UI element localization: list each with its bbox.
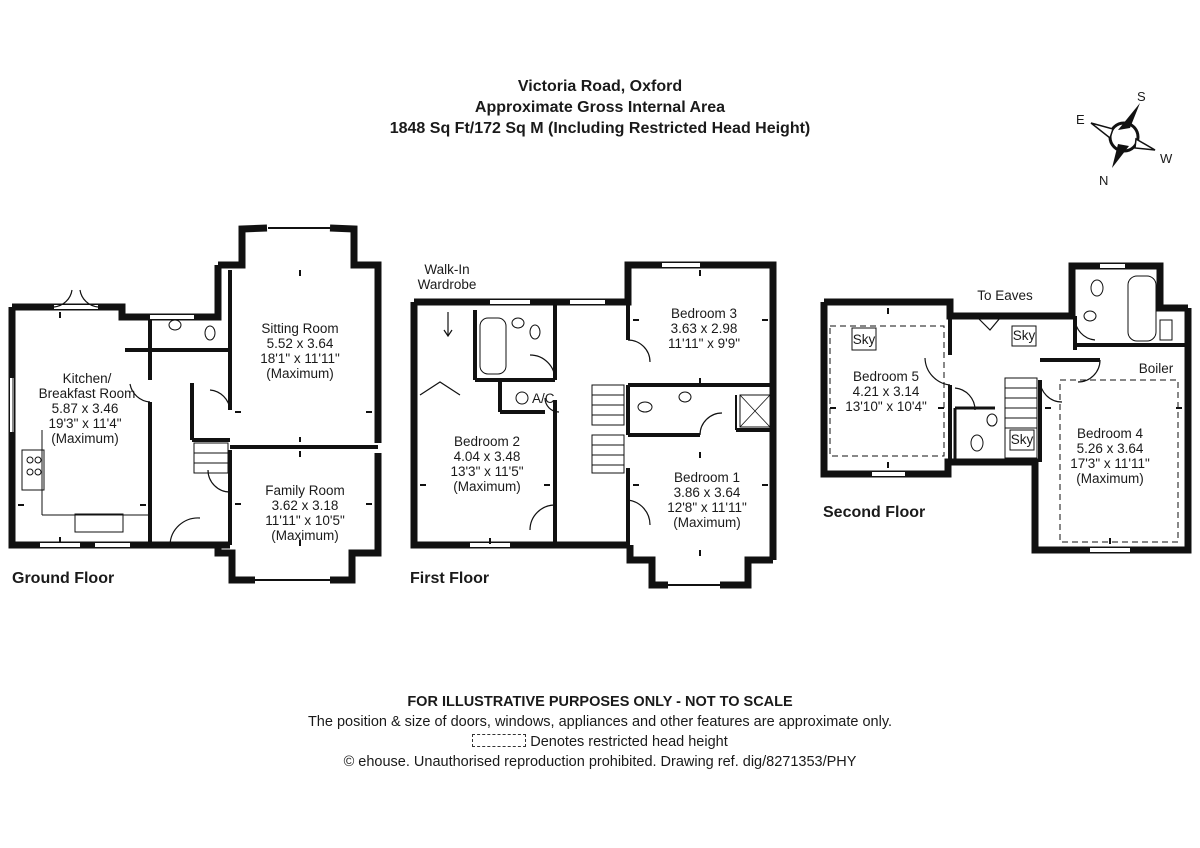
bedroom-2-label: Bedroom 2 4.04 x 3.48 13'3" x 11'5" (Max… — [450, 434, 523, 494]
bedroom2-note: (Maximum) — [453, 479, 521, 494]
sitting-imperial: 18'1" x 11'11" — [260, 351, 340, 366]
restricted-height-swatch — [472, 734, 527, 747]
first-floor-plan — [410, 261, 777, 589]
sky-label-3: Sky — [1011, 432, 1034, 447]
kitchen-imperial: 19'3" x 11'4" — [48, 416, 121, 431]
kitchen-name-1: Kitchen/ — [63, 371, 112, 386]
ground-floor-plan — [8, 224, 382, 584]
bedroom3-imperial: 11'11" x 9'9" — [668, 336, 740, 351]
ground-floor-title: Ground Floor — [12, 570, 114, 587]
bedroom5-imperial: 13'10" x 10'4" — [845, 399, 927, 414]
bedroom4-imperial: 17'3" x 11'11" — [1070, 456, 1150, 471]
bedroom1-name: Bedroom 1 — [674, 470, 740, 485]
wardrobe-label-1: Walk-In — [424, 262, 469, 277]
bedroom3-name: Bedroom 3 — [671, 306, 737, 321]
bedroom4-note: (Maximum) — [1076, 471, 1144, 486]
copyright: © ehouse. Unauthorised reproduction proh… — [343, 754, 857, 770]
family-name: Family Room — [265, 483, 345, 498]
bedroom2-metric: 4.04 x 3.48 — [454, 449, 521, 464]
kitchen-metric: 5.87 x 3.46 — [52, 401, 119, 416]
ac-label: A/C — [532, 391, 555, 406]
bedroom1-note: (Maximum) — [673, 515, 741, 530]
family-note: (Maximum) — [271, 528, 339, 543]
area-heading: Approximate Gross Internal Area — [474, 99, 726, 116]
eaves-label: To Eaves — [977, 288, 1033, 303]
bedroom5-name: Bedroom 5 — [853, 369, 919, 384]
bedroom3-metric: 3.63 x 2.98 — [671, 321, 738, 336]
bedroom-1-label: Bedroom 1 3.86 x 3.64 12'8" x 11'11" (Ma… — [667, 470, 747, 530]
family-imperial: 11'11" x 10'5" — [265, 513, 345, 528]
legend-text: Denotes restricted head height — [530, 734, 728, 750]
sitting-name: Sitting Room — [261, 321, 338, 336]
bedroom2-imperial: 13'3" x 11'5" — [450, 464, 523, 479]
bedroom-5-label: Bedroom 5 4.21 x 3.14 13'10" x 10'4" — [845, 369, 927, 414]
bedroom-4-label: Bedroom 4 5.26 x 3.64 17'3" x 11'11" (Ma… — [1070, 426, 1150, 486]
second-floor-title: Second Floor — [823, 504, 925, 521]
compass-icon: S E W N — [1076, 89, 1173, 188]
family-room-label: Family Room 3.62 x 3.18 11'11" x 10'5" (… — [265, 483, 345, 543]
boiler-label: Boiler — [1139, 361, 1174, 376]
wardrobe-label-2: Wardrobe — [418, 277, 477, 292]
bedroom1-imperial: 12'8" x 11'11" — [667, 500, 747, 515]
compass-n-label: N — [1099, 173, 1108, 188]
kitchen-note: (Maximum) — [51, 431, 119, 446]
second-floor-plan — [820, 262, 1192, 554]
disclaimer-text: The position & size of doors, windows, a… — [307, 714, 893, 730]
kitchen-name-2: Breakfast Room — [39, 386, 136, 401]
kitchen-label: Kitchen/ Breakfast Room 5.87 x 3.46 19'3… — [39, 371, 136, 446]
bedroom1-metric: 3.86 x 3.64 — [674, 485, 741, 500]
bedroom4-name: Bedroom 4 — [1077, 426, 1144, 441]
disclaimer-heading: FOR ILLUSTRATIVE PURPOSES ONLY - NOT TO … — [407, 694, 793, 710]
compass-s-label: S — [1137, 89, 1146, 104]
area-value: 1848 Sq Ft/172 Sq M (Including Restricte… — [389, 120, 811, 137]
bedroom5-metric: 4.21 x 3.14 — [853, 384, 920, 399]
sitting-metric: 5.52 x 3.64 — [267, 336, 334, 351]
first-floor-title: First Floor — [410, 570, 489, 587]
family-metric: 3.62 x 3.18 — [272, 498, 339, 513]
sky-label-1: Sky — [853, 332, 876, 347]
legend: Denotes restricted head height — [0, 732, 1200, 752]
bedroom2-name: Bedroom 2 — [454, 434, 520, 449]
property-title: Victoria Road, Oxford — [517, 78, 683, 95]
compass-e-label: E — [1076, 112, 1085, 127]
bedroom4-metric: 5.26 x 3.64 — [1077, 441, 1144, 456]
sitting-note: (Maximum) — [266, 366, 334, 381]
sitting-room-label: Sitting Room 5.52 x 3.64 18'1" x 11'11" … — [260, 321, 340, 381]
compass-w-label: W — [1160, 151, 1173, 166]
sky-label-2: Sky — [1013, 328, 1036, 343]
bedroom-3-label: Bedroom 3 3.63 x 2.98 11'11" x 9'9" — [668, 306, 740, 351]
